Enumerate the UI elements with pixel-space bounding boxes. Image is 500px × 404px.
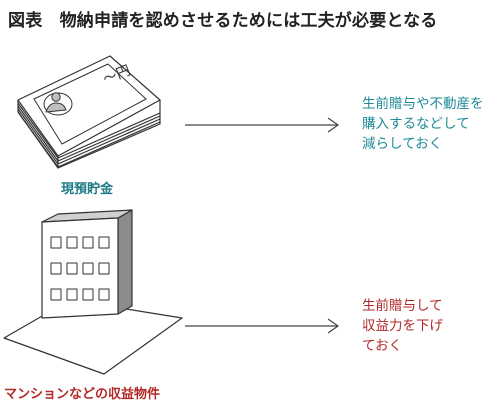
arrow-right-icon (185, 117, 340, 133)
building-icon (41, 209, 133, 319)
banknote-stack-icon (17, 55, 161, 169)
mansion-note: 生前贈与して 収益力を下げ ておく (362, 296, 443, 356)
cash-note-line: 購入するなどして (362, 116, 470, 132)
arrow-right-icon (185, 318, 340, 334)
mansion-note-line: 生前贈与して (362, 298, 443, 314)
mansion-note-line: ておく (362, 338, 403, 354)
figure-title: 図表 物納申請を認めさせるためには工夫が必要となる (8, 11, 438, 31)
cash-label: 現預貯金 (61, 182, 114, 197)
cash-note: 生前贈与や不動産を 購入するなどして 減らしておく (362, 94, 484, 154)
mansion-note-line: 収益力を下げ (362, 318, 443, 334)
cash-note-line: 減らしておく (362, 136, 443, 152)
cash-note-line: 生前贈与や不動産を (362, 96, 484, 112)
mansion-label: マンションなどの収益物件 (4, 387, 161, 402)
